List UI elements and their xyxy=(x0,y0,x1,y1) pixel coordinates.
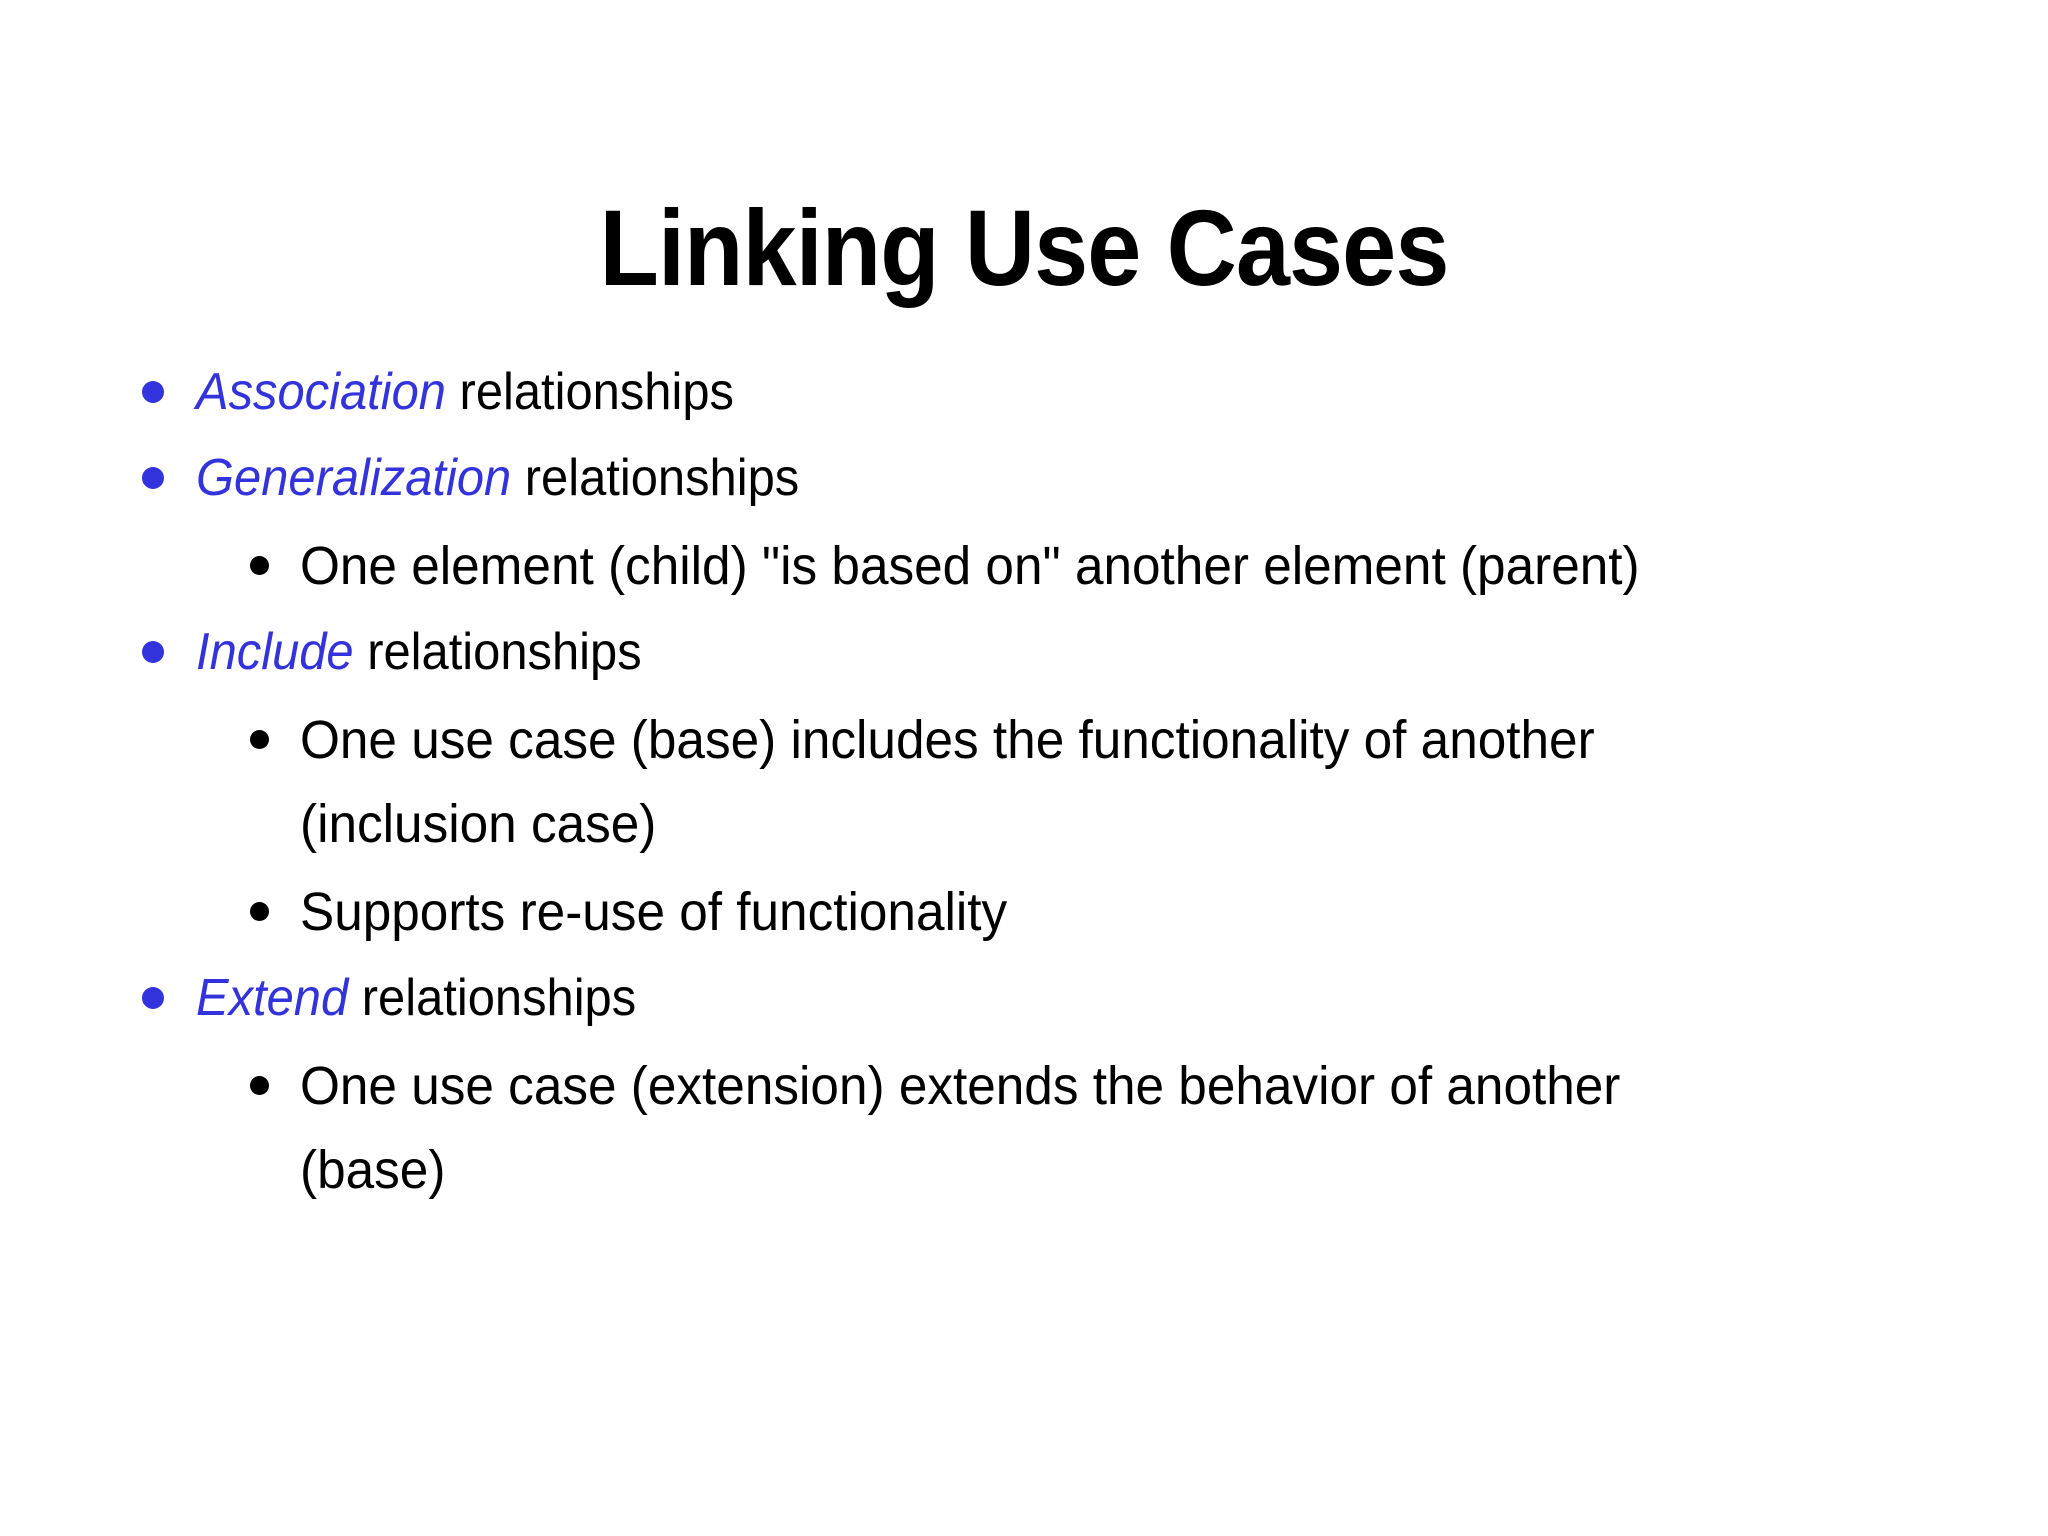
sub-list-item-text: One use case (extension) extends the beh… xyxy=(300,1056,1621,1200)
list-item-text: Include relationships xyxy=(196,612,1824,692)
sub-list-item-text: Supports re-use of functionality xyxy=(300,882,1008,942)
list-item-rest: relationships xyxy=(445,363,734,421)
list-item: Extend relationships xyxy=(128,958,1928,1038)
keyword-emphasis: Association xyxy=(196,363,446,421)
sub-list-item-text: One element (child) "is based on" anothe… xyxy=(300,536,1640,596)
list-item-rest: relationships xyxy=(353,623,642,681)
bullet-dot-icon xyxy=(128,612,196,690)
keyword-emphasis: Generalization xyxy=(196,449,512,507)
bullet-dot-icon xyxy=(238,870,300,954)
bullet-dot-icon xyxy=(238,1044,300,1128)
list-item: Include relationships xyxy=(128,612,1928,692)
sub-list-item: One use case (base) includes the functio… xyxy=(128,698,1928,866)
list-item-text: Extend relationships xyxy=(196,958,1824,1038)
bullet-dot-icon xyxy=(238,524,300,608)
list-item: Generalization relationships xyxy=(128,438,1928,518)
keyword-emphasis: Extend xyxy=(196,969,349,1027)
list-item-text: Generalization relationships xyxy=(196,438,1824,518)
outline-list: Association relationships Generalization… xyxy=(128,352,1928,1216)
list-item-rest: relationships xyxy=(511,449,800,507)
keyword-emphasis: Include xyxy=(196,623,354,681)
list-item: Association relationships xyxy=(128,352,1928,432)
sub-list-item-text: One use case (base) includes the functio… xyxy=(300,710,1595,854)
bullet-dot-icon xyxy=(128,438,196,516)
sub-list-item: Supports re-use of functionality xyxy=(128,870,1928,954)
list-item-rest: relationships xyxy=(348,969,637,1027)
bullet-dot-icon xyxy=(238,698,300,782)
bullet-dot-icon xyxy=(128,958,196,1036)
list-item-text: Association relationships xyxy=(196,352,1824,432)
page-title: Linking Use Cases xyxy=(599,187,1449,309)
sub-list-item: One use case (extension) extends the beh… xyxy=(128,1044,1928,1212)
bullet-dot-icon xyxy=(128,352,196,430)
sub-list-item: One element (child) "is based on" anothe… xyxy=(128,524,1928,608)
